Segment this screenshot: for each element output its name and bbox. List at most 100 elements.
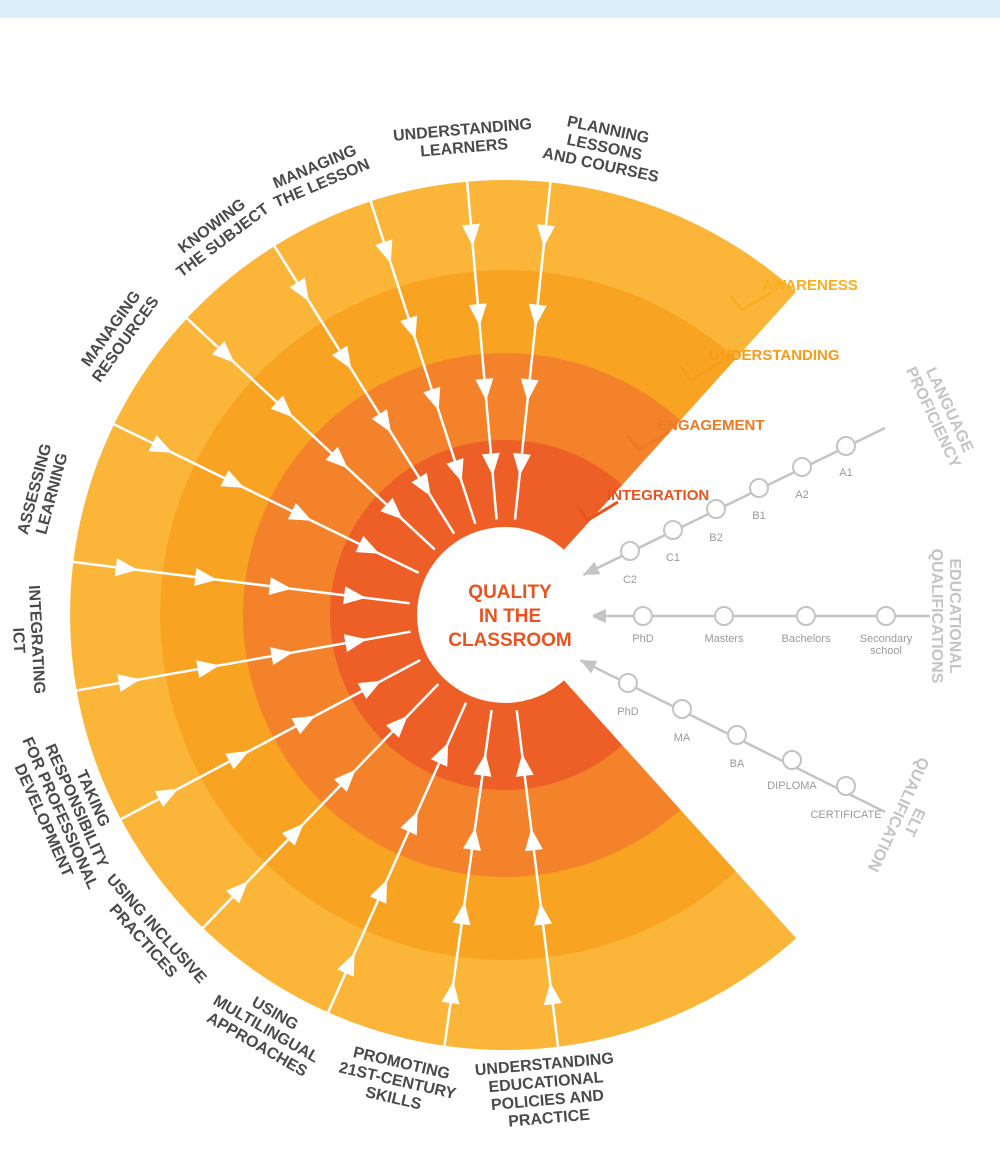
scale-node — [792, 457, 812, 477]
arrow-head — [386, 715, 408, 738]
arrow-head — [196, 660, 220, 678]
arrow-head — [281, 823, 304, 846]
scale-node-label: PhD — [617, 706, 638, 718]
scale-node-label: A1 — [839, 467, 852, 479]
arrow-head — [375, 239, 393, 264]
stage-awareness-label: AWARENESS — [762, 277, 858, 294]
category-label: PLANNINGLESSONSAND COURSES — [541, 110, 668, 186]
scale-node — [836, 776, 856, 796]
scale-node — [714, 606, 734, 626]
scale-node-label: CERTIFICATE — [810, 809, 881, 821]
arrow-head — [225, 751, 249, 770]
scale-node — [618, 673, 638, 693]
scale-node — [749, 478, 769, 498]
scale-node-label: Bachelors — [782, 633, 831, 645]
arrow-head — [332, 345, 352, 370]
arrow-head — [355, 535, 380, 554]
top-banner-bar — [0, 0, 1000, 18]
arrow-head — [473, 753, 492, 777]
arrow-head — [400, 811, 418, 836]
stage-understanding-bracket — [678, 360, 722, 382]
scale-node-label: MA — [674, 732, 691, 744]
arrow-head — [337, 953, 355, 977]
stage-understanding-label: UNDERSTANDING — [709, 347, 840, 364]
scale-node-label: B2 — [709, 532, 722, 544]
center-line-3: CLASSROOM — [448, 630, 572, 651]
center-line-1: QUALITY — [468, 582, 552, 603]
scale-node-label: BA — [730, 758, 745, 770]
arrow-head — [463, 827, 481, 851]
arrow-head — [154, 788, 179, 807]
arrow-head — [430, 742, 449, 767]
center-circle — [417, 527, 593, 703]
scale-node-label: A2 — [795, 489, 808, 501]
scale-node-label: B1 — [752, 510, 765, 522]
center-hub: QUALITY IN THE CLASSROOM — [417, 527, 593, 703]
category-label: MANAGINGTHE LESSON — [265, 139, 373, 211]
scale-node — [876, 606, 896, 626]
arrow-head — [270, 647, 294, 665]
scale-node — [782, 750, 802, 770]
arrow-head — [289, 277, 309, 302]
arrow-head — [357, 680, 382, 699]
category-label: UNDERSTANDINGEDUCATIONALPOLICIES ANDPRAC… — [474, 1050, 619, 1133]
arrow-head — [543, 982, 562, 1006]
scale-node — [620, 541, 640, 561]
arrow-head — [343, 586, 366, 605]
scale-arrowhead — [590, 609, 606, 623]
arrow-head — [114, 558, 138, 577]
arrow-head — [226, 881, 248, 904]
arrow-head — [400, 315, 418, 340]
arrow-head — [537, 224, 555, 247]
arrow-head — [220, 470, 245, 488]
category-label: UNDERSTANDINGLEARNERS — [392, 116, 534, 163]
arrow-head — [212, 341, 235, 363]
arrow-head — [475, 378, 494, 401]
arrow-head — [446, 458, 464, 482]
scale-node-label: C2 — [623, 574, 637, 586]
language-proficiency-title: LANGUAGEPROFICIENCY — [902, 357, 980, 471]
arrow-head — [325, 446, 348, 469]
educational-qualifications-title: EDUCATIONALQUALIFICATIONS — [928, 549, 963, 684]
scale-node — [672, 699, 692, 719]
center-line-2: IN THE — [479, 606, 541, 627]
scale-node — [796, 606, 816, 626]
arrow-head — [520, 378, 539, 402]
arrow-head — [441, 981, 460, 1005]
scale-node — [633, 606, 653, 626]
arrow-head — [461, 223, 480, 247]
scale-node — [663, 520, 683, 540]
category-label: INTEGRATINGICT — [7, 585, 48, 696]
stage-awareness-bracket — [729, 290, 773, 312]
arrow-head — [525, 828, 543, 852]
scale-arrowhead — [580, 660, 598, 674]
arrow-head — [369, 879, 387, 904]
arrow-head — [528, 303, 547, 327]
arrow-head — [534, 902, 552, 926]
scale-node-label: C1 — [666, 552, 680, 564]
arrow-head — [117, 674, 141, 692]
stage-engagement-bracket — [626, 430, 670, 452]
arrow-head — [452, 902, 471, 926]
arrow-head — [291, 715, 316, 735]
scale-node-label: Masters — [704, 633, 744, 645]
arrow-head — [423, 386, 441, 411]
scale-node — [706, 499, 726, 519]
category-arrows — [60, 168, 562, 1060]
category-label: ASSESSINGLEARNING — [15, 442, 73, 541]
arrow-head — [268, 577, 292, 595]
arrow-head — [148, 435, 173, 453]
stage-engagement-label: ENGAGEMENT — [657, 417, 765, 434]
arrow-head — [343, 634, 368, 652]
arrow-head — [411, 472, 431, 497]
stage-markers: AWARENESSUNDERSTANDINGENGAGEMENTINTEGRAT… — [575, 277, 858, 522]
arrow-head — [333, 769, 356, 792]
arrow-head — [194, 568, 218, 586]
arrow-head — [468, 303, 487, 327]
arrow-head — [288, 503, 312, 521]
scale-node-label: PhD — [632, 633, 653, 645]
scale-node — [727, 725, 747, 745]
